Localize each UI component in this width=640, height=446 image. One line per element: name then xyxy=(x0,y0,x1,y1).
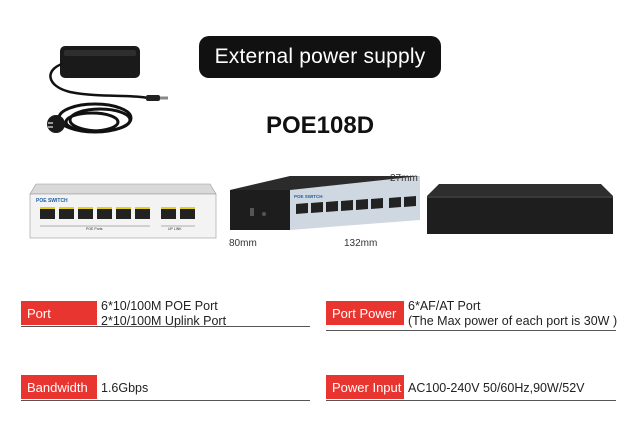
uplink-label: UP LINK xyxy=(168,227,182,231)
port-group-label: POE Ports xyxy=(86,227,103,231)
power-adapter-image xyxy=(47,46,168,134)
spec-port-divider xyxy=(21,326,310,327)
panel-label-text: POE SWITCH xyxy=(36,198,68,204)
ac-plug xyxy=(47,115,65,133)
spec-power-input-tag: Power Input xyxy=(326,375,404,399)
dc-plug xyxy=(146,95,160,101)
banner-label: External power supply xyxy=(214,45,426,68)
iso-front xyxy=(290,176,420,230)
spec-port-power-line1: 6*AF/AT Port xyxy=(408,299,481,313)
spec-port-line2: 2*10/100M Uplink Port xyxy=(101,314,227,328)
spec-port-line1: 6*10/100M POE Port xyxy=(101,299,218,313)
front-port-row xyxy=(40,207,195,219)
spec-port-power-line2: (The Max power of each port is 30W ) xyxy=(408,314,618,328)
spec-power-input-value: AC100-240V 50/60Hz,90W/52V xyxy=(408,381,585,395)
dimension-width-label: 132mm xyxy=(344,238,378,249)
dimension-height-label: 27mm xyxy=(390,173,418,184)
iso-panel-label-text: POE SWITCH xyxy=(294,194,323,199)
external-power-supply-banner: External power supply xyxy=(199,36,441,78)
spec-bandwidth-value: 1.6Gbps xyxy=(101,381,149,395)
dimension-depth-label: 80mm xyxy=(229,238,257,249)
spec-bandwidth-tag: Bandwidth xyxy=(21,375,97,399)
dc-plug-tip xyxy=(160,96,168,100)
adapter-brick-highlight xyxy=(64,50,136,56)
dc-cable xyxy=(49,62,149,100)
spec-port-tag: Port xyxy=(21,301,97,325)
spec-port-power-divider xyxy=(326,330,616,331)
ac-cable-coil-3 xyxy=(64,111,120,133)
switch-top-view-image xyxy=(427,184,613,234)
iso-port-row xyxy=(296,196,416,214)
spec-port-power-tag: Port Power xyxy=(326,301,404,325)
spec-power-input-divider xyxy=(326,400,616,401)
switch-front-view-image: POE SWITCH POE Ports UP LINK xyxy=(29,183,217,239)
product-model-title: POE108D xyxy=(265,112,375,139)
switch-isometric-view-image: POE SWITCH xyxy=(230,176,420,230)
iso-side xyxy=(230,190,290,230)
spec-bandwidth-divider xyxy=(21,400,310,401)
